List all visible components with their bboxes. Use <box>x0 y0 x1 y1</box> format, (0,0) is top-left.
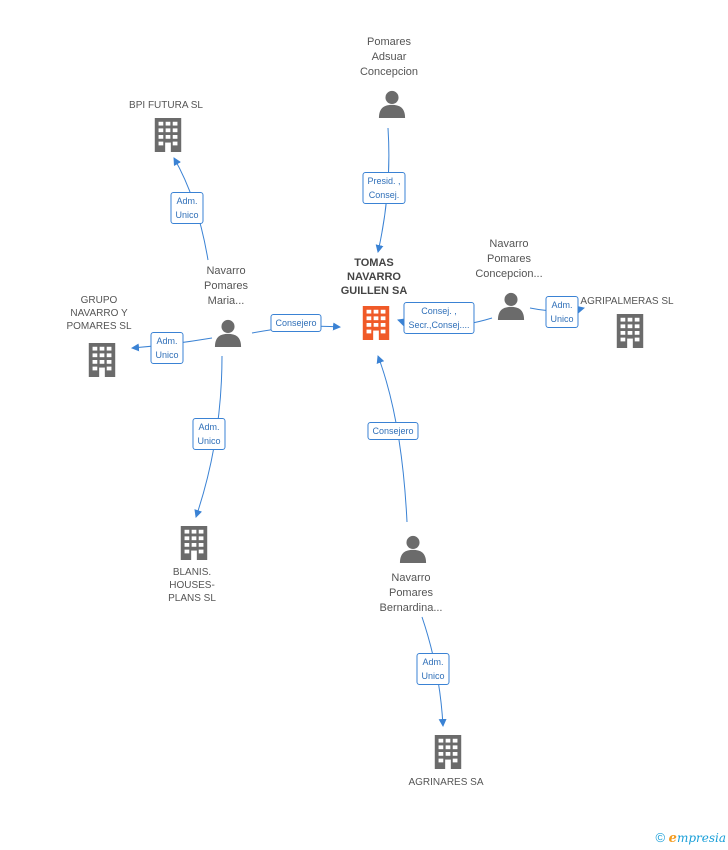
node-label-pomares[interactable]: Pomares Adsuar Concepcion <box>359 36 419 78</box>
copyright-icon: © <box>655 830 666 845</box>
edge-label-concepcion-to-tomas[interactable]: Consej. , Secr.,Consej.... <box>403 302 475 334</box>
node-label-grupo[interactable]: GRUPO NAVARRO Y POMARES SL <box>66 295 132 332</box>
node-label-concepcion[interactable]: Navarro Pomares Concepcion... <box>475 238 543 280</box>
edge-label-maria-to-tomas[interactable]: Consejero <box>270 314 322 332</box>
person-icon-bernardina[interactable] <box>399 535 427 563</box>
building-icon-agripalmeras[interactable] <box>616 314 644 348</box>
edge-label-maria-to-bpi[interactable]: Adm. Unico <box>170 192 204 224</box>
node-label-agripalmeras[interactable]: AGRIPALMERAS SL <box>580 296 674 307</box>
edge-label-concepcion-to-agripalmeras[interactable]: Adm. Unico <box>545 296 579 328</box>
edge-label-pomares-to-tomas[interactable]: Presid. , Consej. <box>362 172 406 204</box>
edge-label-bernardina-to-agrinares[interactable]: Adm. Unico <box>416 653 450 685</box>
node-label-tomas[interactable]: TOMAS NAVARRO GUILLEN SA <box>340 257 408 297</box>
person-icon-maria[interactable] <box>214 319 242 347</box>
building-icon-grupo[interactable] <box>88 343 116 377</box>
empresia-footer[interactable]: © empresia <box>655 830 726 846</box>
building-icon-blanis[interactable] <box>180 526 208 560</box>
node-label-bpi[interactable]: BPI FUTURA SL <box>129 100 203 111</box>
node-label-blanis[interactable]: BLANIS. HOUSES- PLANS SL <box>168 567 216 604</box>
node-label-bernardina[interactable]: Navarro Pomares Bernardina... <box>379 572 443 614</box>
person-icon-concepcion[interactable] <box>497 292 525 320</box>
building-icon-agrinares[interactable] <box>434 735 462 769</box>
building-icon-bpi[interactable] <box>154 118 182 152</box>
node-label-maria[interactable]: Navarro Pomares Maria... <box>203 265 249 307</box>
empresia-logo-text: mpresia <box>676 831 726 845</box>
building-icon-tomas[interactable] <box>362 306 390 340</box>
edge-label-maria-to-grupo[interactable]: Adm. Unico <box>150 332 184 364</box>
person-icon-pomares[interactable] <box>378 90 406 118</box>
edge-label-maria-to-blanis[interactable]: Adm. Unico <box>192 418 226 450</box>
edge-label-bernardina-to-tomas[interactable]: Consejero <box>367 422 419 440</box>
node-label-agrinares[interactable]: AGRINARES SA <box>408 777 484 788</box>
empresia-logo-initial: e <box>668 831 677 846</box>
